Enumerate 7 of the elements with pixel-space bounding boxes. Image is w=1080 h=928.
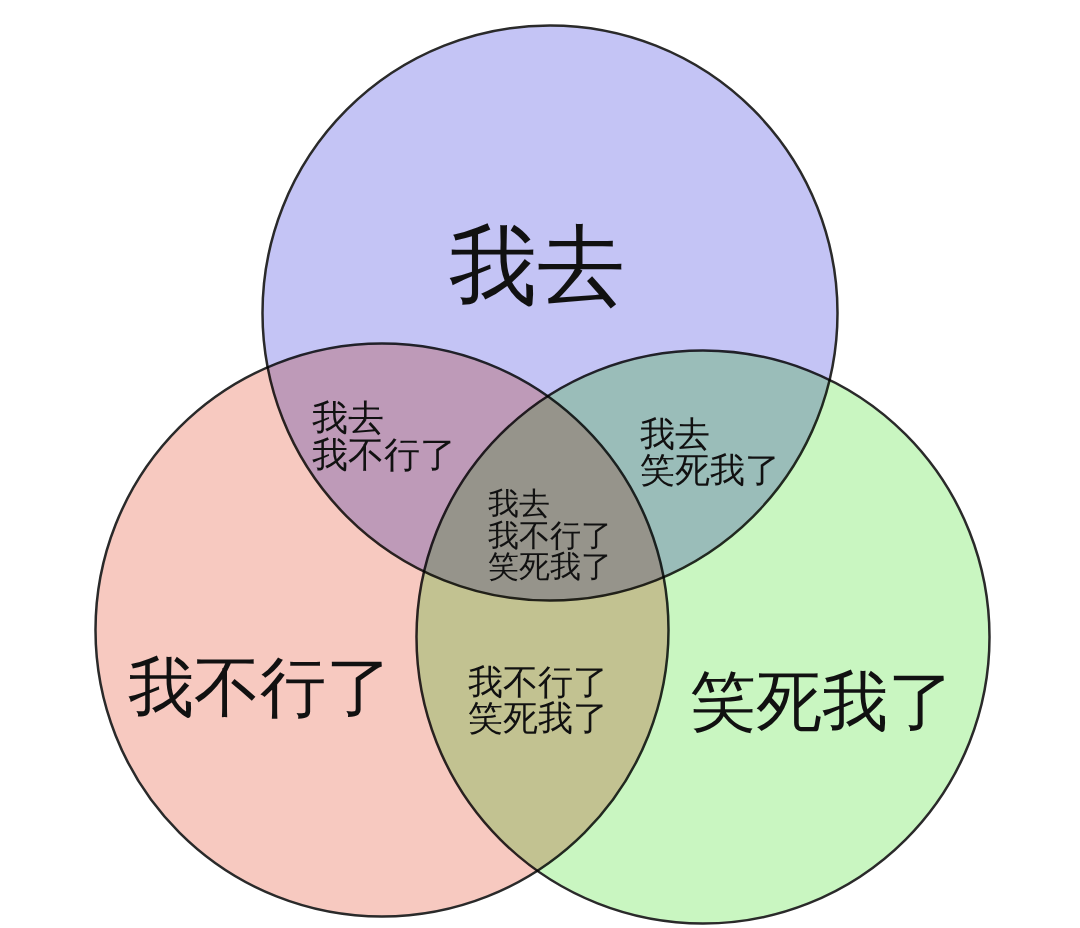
- set-label: 我不行了: [128, 655, 392, 721]
- overlap-label: 我去笑死我了: [640, 417, 780, 489]
- set-label: 我去: [449, 222, 625, 310]
- overlap-label: 我不行了笑死我了: [468, 665, 608, 737]
- overlap-label: 我去我不行了笑死我了: [488, 488, 612, 583]
- set-label: 笑死我了: [690, 669, 954, 735]
- overlap-label: 我去我不行了: [312, 400, 456, 474]
